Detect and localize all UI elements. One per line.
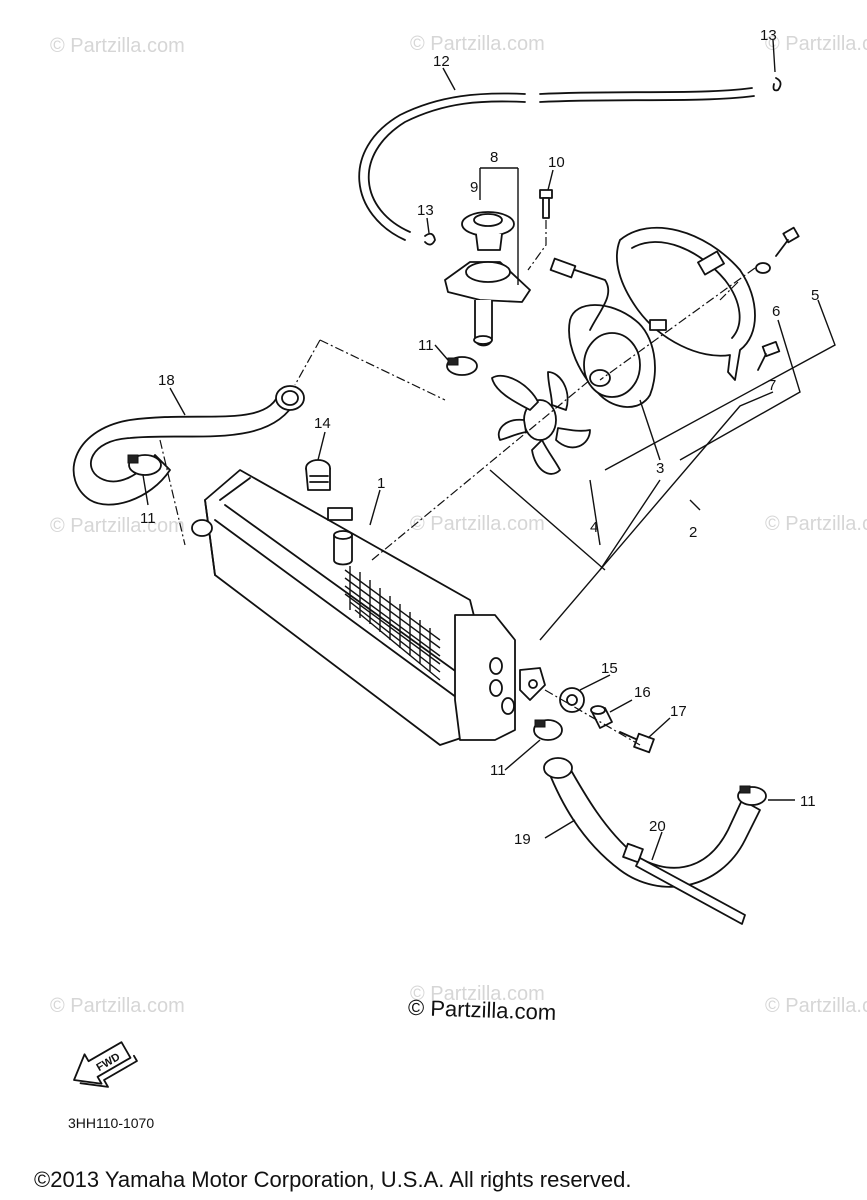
bolt <box>619 731 655 754</box>
callout-4: 4 <box>590 519 598 536</box>
callout-16: 16 <box>634 684 651 701</box>
callout-13: 13 <box>417 202 434 219</box>
callout-11: 11 <box>490 762 506 779</box>
watermark: © Partzilla.com <box>50 35 185 57</box>
copyright-notice: ©2013 Yamaha Motor Corporation, U.S.A. A… <box>34 1167 631 1192</box>
collar <box>590 705 613 729</box>
callout-12: 12 <box>433 53 450 70</box>
callout-6: 6 <box>772 303 780 320</box>
callout-20: 20 <box>649 818 666 835</box>
center-watermark: © Partzilla.com <box>408 995 557 1025</box>
callout-3: 3 <box>656 460 664 477</box>
bolt <box>539 189 553 219</box>
leader-lines <box>142 39 836 861</box>
mounting-tab <box>519 667 546 701</box>
radiator-hose <box>543 757 761 888</box>
watermark: © Partzilla.com <box>765 995 867 1017</box>
forward-arrow-icon: FWD <box>73 1041 138 1088</box>
callout-17: 17 <box>670 703 687 720</box>
fan-blade <box>491 371 591 475</box>
watermark: © Partzilla.com <box>410 983 545 1005</box>
fan-shroud <box>616 226 756 381</box>
diagram-code: 3HH110-1070 <box>68 1115 154 1131</box>
cable-tie <box>622 842 746 925</box>
hose-clamp <box>533 719 563 741</box>
fan-motor <box>549 257 656 408</box>
filler-neck <box>444 261 531 347</box>
callout-18: 18 <box>158 372 175 389</box>
radiator-hose <box>72 385 305 506</box>
watermark: © Partzilla.com <box>410 33 545 55</box>
bolt <box>757 341 781 371</box>
bolt <box>775 226 800 257</box>
overflow-hose <box>358 87 755 241</box>
watermark: © Partzilla.com <box>410 513 545 535</box>
callout-5: 5 <box>811 287 819 304</box>
hose-clip <box>424 232 436 246</box>
washer <box>755 262 771 274</box>
hose-clamp <box>127 454 162 476</box>
watermark: © Partzilla.com <box>50 515 185 537</box>
callout-13: 13 <box>760 27 777 44</box>
callout-2: 2 <box>689 524 697 541</box>
callout-9: 9 <box>470 179 478 196</box>
hose-clip <box>772 77 782 92</box>
callout-11: 11 <box>140 510 156 527</box>
radiator-core <box>344 566 441 681</box>
watermark: © Partzilla.com <box>765 513 867 535</box>
callout-15: 15 <box>601 660 618 677</box>
hose-clamp <box>446 356 478 376</box>
callout-10: 10 <box>548 154 565 171</box>
callout-11: 11 <box>800 793 816 810</box>
radiator-cap <box>305 459 331 491</box>
callout-11: 11 <box>418 337 434 354</box>
radiator <box>191 469 516 746</box>
callout-14: 14 <box>314 415 331 432</box>
radiator-cap <box>461 211 515 251</box>
grommet <box>559 687 585 713</box>
callout-7: 7 <box>768 377 776 394</box>
watermark: © Partzilla.com <box>765 33 867 55</box>
callout-8: 8 <box>490 149 498 166</box>
callout-19: 19 <box>514 831 531 848</box>
watermark: © Partzilla.com <box>50 995 185 1017</box>
callout-1: 1 <box>377 475 385 492</box>
hose-clamp <box>737 785 767 806</box>
